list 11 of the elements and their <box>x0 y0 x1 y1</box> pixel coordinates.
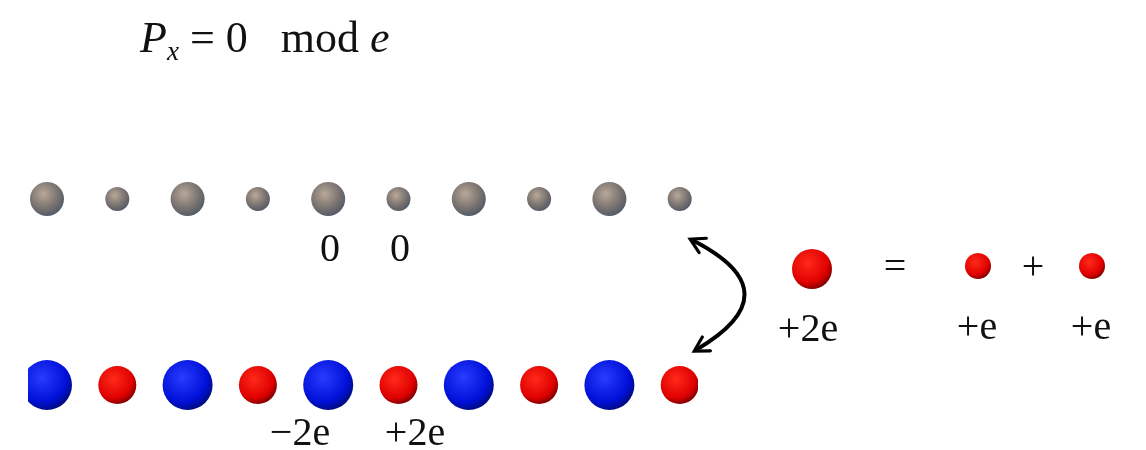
charge-label: +2e <box>777 308 839 348</box>
operator-sign: = <box>883 246 907 286</box>
formula-title: P$_{x}$ = 0 mod e <box>140 12 390 68</box>
charge-label: 0 <box>320 228 340 268</box>
charge-label: 0 <box>390 228 410 268</box>
charge-label: −2e <box>269 412 331 450</box>
curved-double-arrow <box>688 237 747 353</box>
operator-sign: + <box>1021 246 1045 286</box>
charge-label: +e <box>956 306 998 346</box>
charge-label: +2e <box>384 412 446 450</box>
charge-label: +e <box>1070 306 1112 346</box>
